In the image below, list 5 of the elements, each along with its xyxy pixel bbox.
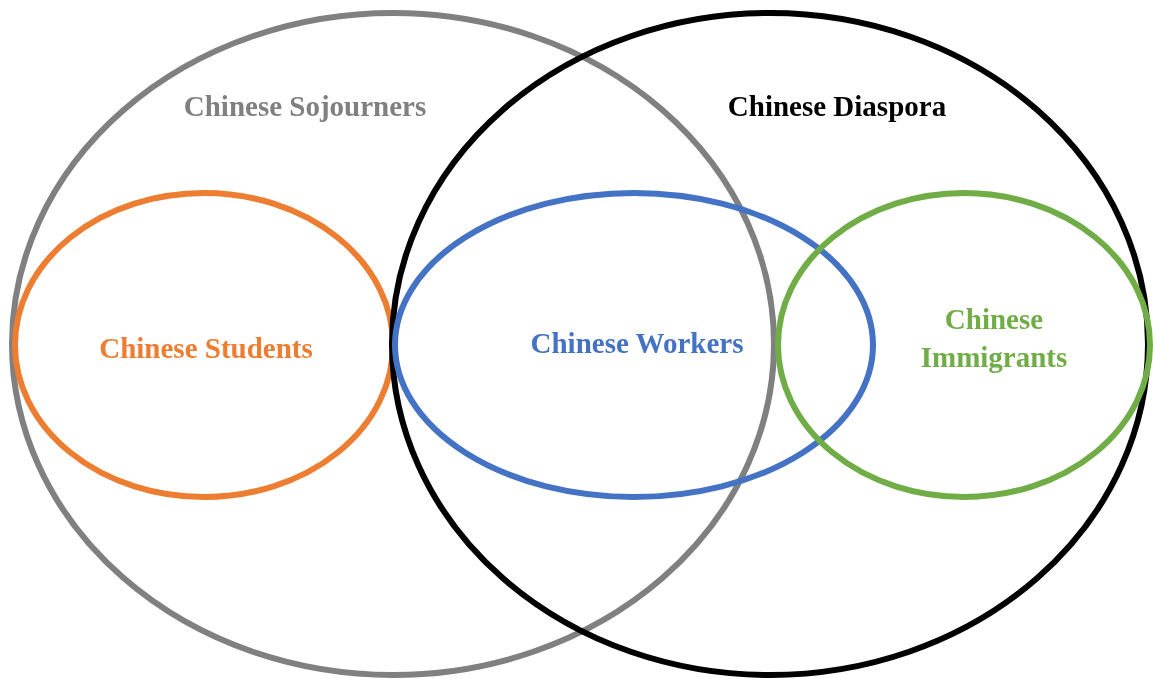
set-label: Chinese Workers <box>529 326 745 362</box>
set-label: Chinese Immigrants <box>919 302 1069 375</box>
set-label: Chinese Students <box>98 331 314 367</box>
set-label: Chinese Sojourners <box>182 89 428 125</box>
set-label: Chinese Diaspora <box>726 89 948 125</box>
